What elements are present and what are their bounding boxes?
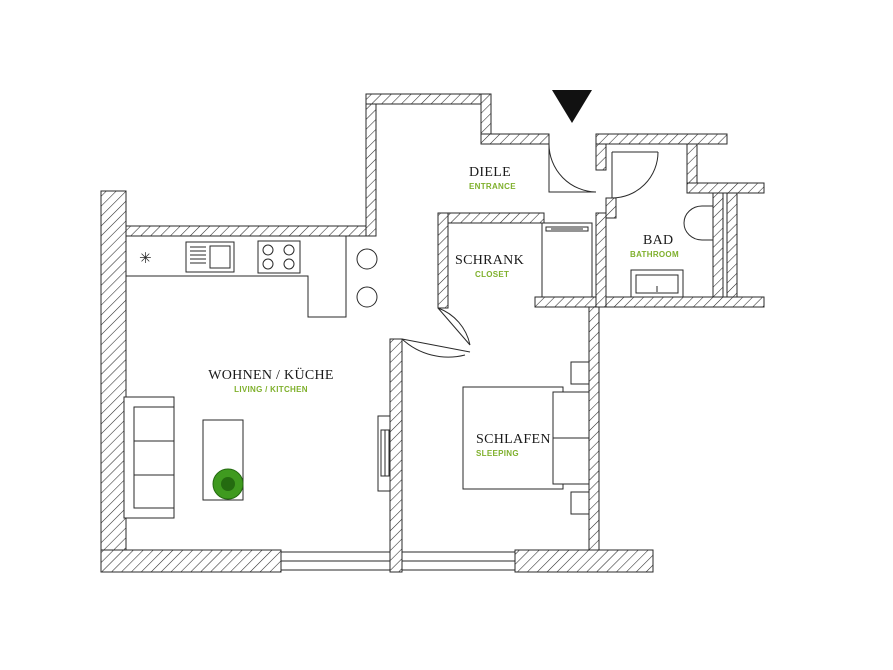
toilet (683, 205, 714, 241)
wall-bath-ledge (686, 182, 765, 194)
living-room-sub: LIVING / KITCHEN (234, 385, 308, 394)
entrance-name: DIELE (469, 165, 511, 180)
washing-machine (541, 222, 593, 298)
wall-left (100, 190, 127, 573)
wall-entrance-top (365, 93, 491, 105)
wall-bath-right-outer (726, 192, 738, 298)
wall-top-living (125, 225, 376, 237)
triangle-down-icon (552, 90, 592, 123)
stool-2 (356, 286, 378, 308)
sofa (123, 396, 175, 519)
wall-top-door-right (595, 133, 728, 145)
bedroom-door (401, 338, 471, 358)
entrance-door (548, 143, 597, 193)
tv-stand (377, 415, 391, 492)
asterisk-icon: ✳ (139, 249, 152, 267)
wall-entrance-left (365, 93, 377, 237)
bed (462, 361, 590, 515)
wall-bottom-right (514, 549, 654, 573)
closet-door (437, 307, 471, 346)
closet-sub: CLOSET (475, 270, 509, 279)
wall-bedroom-left (389, 338, 403, 573)
entrance-sub: ENTRANCE (469, 182, 516, 191)
closet-name: SCHRANK (455, 253, 524, 268)
walls (100, 93, 765, 573)
bedroom-sub: SLEEPING (476, 449, 519, 458)
living-room-name: WOHNEN / KÜCHE (208, 366, 334, 383)
wall-bath-divider-lower (605, 197, 617, 219)
wall-bath-right (712, 192, 724, 298)
wall-bottom-left (100, 549, 282, 573)
bedroom-name: SCHLAFEN (476, 432, 551, 447)
wall-top-door-left (480, 133, 550, 145)
labels: WOHNEN / KÜCHE LIVING / KITCHEN DIELE EN… (208, 165, 679, 458)
bathroom-door (611, 151, 659, 199)
stool-1 (356, 248, 378, 270)
plant-icon (212, 468, 244, 500)
wall-bath-bottom (534, 296, 765, 308)
wall-bath-left (595, 212, 607, 308)
bathroom-sink (630, 269, 684, 298)
wall-closet-top (437, 212, 545, 224)
wall-bedroom-right (588, 306, 600, 551)
wall-bath-divider (595, 143, 607, 171)
doors (401, 143, 659, 358)
bathroom-name: BAD (643, 233, 673, 248)
stove (257, 240, 301, 274)
wall-closet-left (437, 212, 449, 309)
kitchen-counter: ✳ (125, 235, 347, 318)
bathroom-sub: BATHROOM (630, 250, 679, 259)
